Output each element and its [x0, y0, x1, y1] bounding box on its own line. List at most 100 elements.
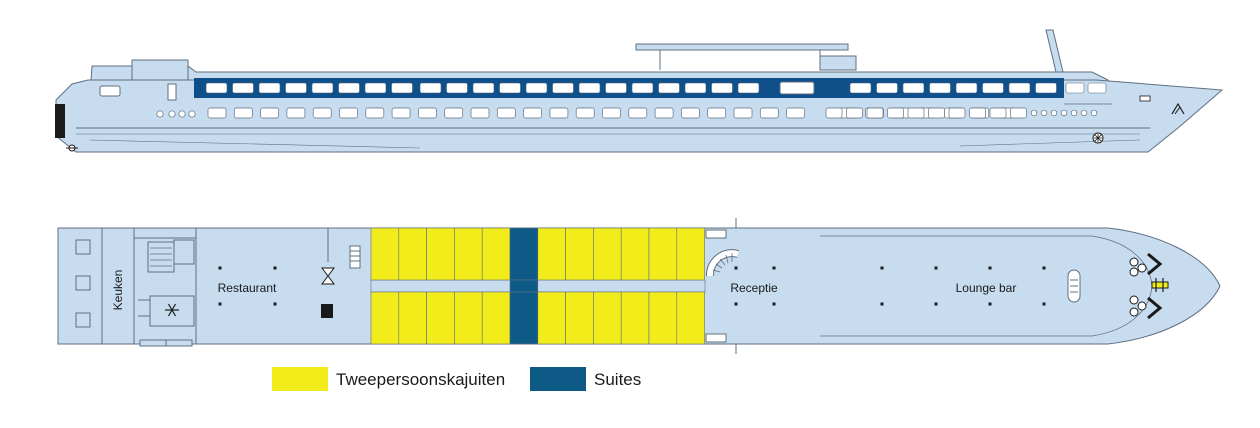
- stern-storage: [75, 275, 91, 291]
- stern-door: [167, 83, 177, 101]
- kitchen-label: Keuken: [111, 270, 125, 311]
- window: [658, 82, 680, 94]
- twin-cabin: [648, 227, 678, 281]
- window: [286, 107, 306, 119]
- pillar: [772, 266, 776, 270]
- twin-cabin: [454, 291, 483, 345]
- twin-cabin: [620, 291, 650, 345]
- window: [1035, 82, 1057, 94]
- window: [628, 107, 648, 119]
- bow-marker: [1139, 95, 1151, 102]
- window: [260, 107, 279, 119]
- pillar: [218, 266, 222, 270]
- pillar: [934, 266, 938, 270]
- legend-swatch-suite: [530, 367, 586, 391]
- window: [496, 107, 516, 119]
- porthole: [188, 110, 196, 118]
- pillar: [734, 266, 738, 270]
- restaurant-label: Restaurant: [218, 281, 277, 295]
- lounge-window: [779, 81, 815, 95]
- window: [205, 82, 228, 94]
- stern-window: [99, 85, 121, 97]
- window: [339, 107, 358, 119]
- window: [470, 107, 490, 119]
- porthole: [178, 110, 186, 118]
- porthole: [1040, 109, 1048, 117]
- window: [684, 82, 707, 94]
- mast: [1045, 29, 1064, 73]
- upper-window-row: [205, 82, 1107, 94]
- window: [525, 82, 548, 94]
- window: [472, 82, 495, 94]
- window: [907, 107, 925, 119]
- sun-deck-canopy: [635, 43, 849, 51]
- twin-cabin: [620, 227, 650, 281]
- window: [285, 82, 307, 94]
- suite-connector: [509, 279, 539, 293]
- legend-swatch-twin: [272, 367, 328, 391]
- pillar: [988, 266, 992, 270]
- window: [955, 82, 978, 94]
- window: [391, 82, 413, 94]
- twin-cabin: [370, 227, 400, 281]
- porthole: [1050, 109, 1058, 117]
- pillar: [218, 302, 222, 306]
- middle-window-row: [207, 107, 1027, 119]
- twin-cabin: [426, 227, 455, 281]
- window: [786, 107, 805, 119]
- panorama-band: [846, 78, 1064, 98]
- twin-cabin: [593, 227, 622, 281]
- legend-label-twin: Tweepersoonskajuiten: [336, 370, 505, 389]
- stair-icon: [349, 245, 361, 269]
- porthole: [168, 110, 176, 118]
- pillar: [273, 266, 277, 270]
- hourglass-icon: [321, 267, 335, 285]
- propeller-icon: [1092, 132, 1104, 144]
- window: [311, 82, 334, 94]
- window: [759, 107, 779, 119]
- window: [312, 107, 332, 119]
- window: [338, 82, 360, 94]
- twin-cabin: [454, 227, 483, 281]
- stair-landing: [705, 333, 727, 343]
- porthole: [1030, 109, 1038, 117]
- twin-cabin: [676, 227, 705, 281]
- twin-cabin: [537, 227, 566, 281]
- suite-cabin: [509, 227, 539, 281]
- pillar: [772, 302, 776, 306]
- window: [631, 82, 654, 94]
- porthole: [1060, 109, 1068, 117]
- window: [1065, 82, 1085, 94]
- suite-cabin: [509, 291, 539, 345]
- rudder-icon: [66, 144, 78, 152]
- window: [232, 82, 254, 94]
- window: [928, 107, 945, 119]
- window: [365, 107, 385, 119]
- hull-stripe: [89, 139, 421, 149]
- window: [578, 82, 601, 94]
- pillar-grid: [734, 266, 776, 306]
- lounge-label: Lounge bar: [956, 281, 1017, 295]
- reception-label: Receptie: [730, 281, 778, 295]
- window: [887, 107, 904, 119]
- window: [602, 107, 621, 119]
- window: [948, 107, 966, 119]
- twin-cabin: [565, 291, 594, 345]
- stern-storage: [75, 312, 91, 328]
- twin-cabin: [398, 227, 427, 281]
- window: [364, 82, 387, 94]
- porthole: [1080, 109, 1088, 117]
- window: [929, 82, 951, 94]
- porthole: [1090, 109, 1098, 117]
- pillar: [880, 302, 884, 306]
- window: [846, 107, 863, 119]
- deck-plan-view: Keuken Restaurant: [57, 218, 1221, 354]
- window: [989, 107, 1007, 119]
- window: [707, 107, 727, 119]
- anchor-icon: [1171, 102, 1185, 115]
- window: [866, 107, 884, 119]
- window: [825, 107, 843, 119]
- pillar: [734, 302, 738, 306]
- bar-counter: [1067, 269, 1081, 303]
- window: [1087, 82, 1107, 94]
